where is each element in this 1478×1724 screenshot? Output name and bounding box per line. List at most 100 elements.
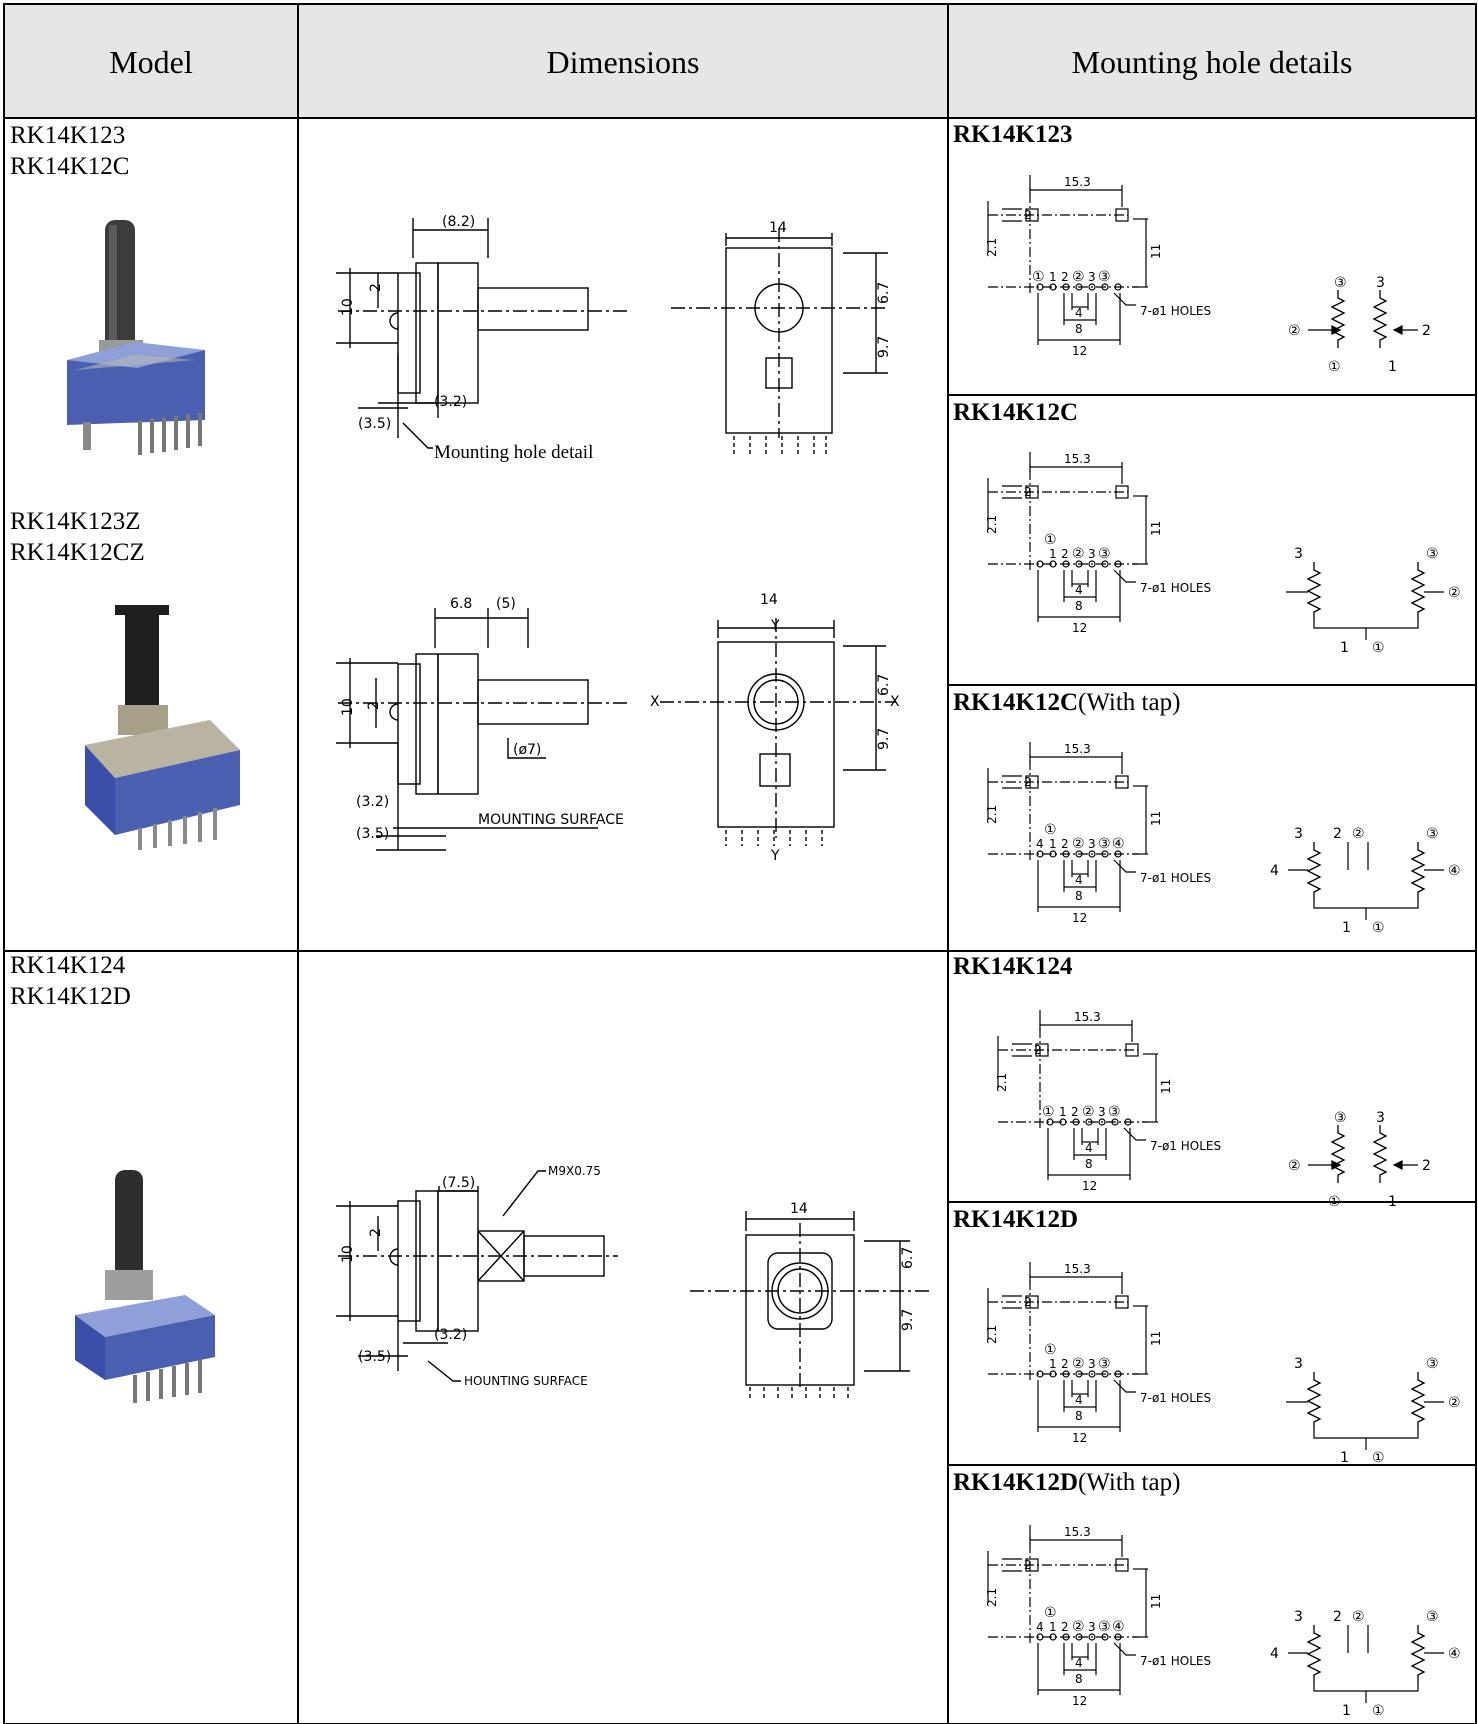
hole-dim: 2.1 xyxy=(985,515,999,534)
model-name: RK14K12D xyxy=(10,983,131,1010)
pin-label: ③ xyxy=(1098,546,1111,562)
dim-label: 9.7 xyxy=(876,728,892,750)
dim-label: (7.5) xyxy=(442,1175,475,1191)
hole-dim: 8 xyxy=(1075,599,1083,613)
pin-label: ③ xyxy=(1426,826,1439,842)
hole-dim: 12 xyxy=(1072,344,1087,358)
dim-label: (5) xyxy=(496,596,516,612)
pin-label: 1 xyxy=(1049,1357,1057,1371)
pin-label: 3 xyxy=(1294,546,1303,562)
pin-label: 3 xyxy=(1088,1620,1096,1634)
dim-label: 14 xyxy=(769,220,787,236)
hole-dim: 15.3 xyxy=(1064,742,1091,756)
pin-label: 1 xyxy=(1388,359,1397,375)
hole-dim: 15.3 xyxy=(1064,175,1091,189)
hole-dim: 2.1 xyxy=(985,1325,999,1344)
dim-label: 6.7 xyxy=(876,282,892,304)
pin-label: 1 xyxy=(1340,640,1349,656)
pin-label: 1 xyxy=(1049,270,1057,284)
hole-dim: 4 xyxy=(1085,1141,1093,1155)
pin-label: 2 xyxy=(1061,547,1069,561)
header-mounting-hole-details: Mounting hole details xyxy=(1071,44,1353,80)
pin-label: 3 xyxy=(1088,547,1096,561)
pin-label: ③ xyxy=(1426,546,1439,562)
pin-label: ① xyxy=(1372,1450,1385,1466)
pin-label: 3 xyxy=(1088,270,1096,284)
pin-label: 3 xyxy=(1294,1356,1303,1372)
pin-label: 1 xyxy=(1342,1703,1351,1719)
hole-dim: 2 xyxy=(1024,485,1032,499)
header-model: Model xyxy=(109,44,193,80)
hole-dim: 8 xyxy=(1075,1672,1083,1686)
pin-label: 1 xyxy=(1342,920,1351,936)
pin-label: ① xyxy=(1032,269,1045,285)
pin-label: ① xyxy=(1372,640,1385,656)
pin-label: ① xyxy=(1044,532,1057,548)
axis-label: X xyxy=(650,694,660,710)
pin-label: 2 xyxy=(1071,1105,1079,1119)
dim-label: 2 xyxy=(368,1228,384,1237)
hole-dim: 12 xyxy=(1072,1431,1087,1445)
pin-label: ④ xyxy=(1112,836,1125,852)
hole-dim: 12 xyxy=(1072,621,1087,635)
pin-label: ② xyxy=(1288,323,1301,339)
pin-label: ② xyxy=(1352,826,1365,842)
dim-label: 9.7 xyxy=(900,1309,916,1331)
pin-label: 3 xyxy=(1376,1110,1385,1126)
hole-note: 7-ø1 HOLES xyxy=(1140,581,1211,595)
pin-label: 1 xyxy=(1388,1194,1397,1210)
pin-label: ② xyxy=(1448,585,1461,601)
dim-note: MOUNTING SURFACE xyxy=(478,812,624,828)
hole-dim: 15.3 xyxy=(1064,1525,1091,1539)
hole-dim: 11 xyxy=(1149,1594,1163,1609)
dim-label: 10 xyxy=(340,298,356,316)
hole-note: 7-ø1 HOLES xyxy=(1150,1139,1221,1153)
pin-label: ③ xyxy=(1108,1104,1121,1120)
pin-label: 3 xyxy=(1098,1105,1106,1119)
dim-label: M9X0.75 xyxy=(548,1164,601,1178)
dim-label: (3.2) xyxy=(434,394,467,410)
hole-dim: 8 xyxy=(1075,1409,1083,1423)
pin-label: ② xyxy=(1082,1104,1095,1120)
pin-label: ③ xyxy=(1334,275,1347,291)
hole-dim: 4 xyxy=(1075,1656,1083,1670)
hole-dim: 11 xyxy=(1149,244,1163,259)
hole-note: 7-ø1 HOLES xyxy=(1140,1654,1211,1668)
pin-label: ① xyxy=(1328,1194,1341,1210)
hole-dim: 8 xyxy=(1085,1157,1093,1171)
dim-label: 10 xyxy=(340,698,356,716)
variant-title: RK14K12D xyxy=(953,1206,1078,1233)
dim-label: (ø7) xyxy=(513,742,541,758)
hole-dim: 12 xyxy=(1072,1694,1087,1708)
dimension-drawings-group1: (8.2) 2 10 (3.2) (3.5) 14 6.7 9.7 6.8 (5… xyxy=(336,214,900,864)
hole-dim: 12 xyxy=(1072,911,1087,925)
dimension-drawings-group2: (7.5) M9X0.75 2 10 (3.2) (3.5) HOUNTING … xyxy=(336,1164,933,1401)
hole-dim: 4 xyxy=(1075,1393,1083,1407)
hole-dim: 11 xyxy=(1149,1331,1163,1346)
dim-label: 14 xyxy=(790,1201,808,1217)
pin-label: 3 xyxy=(1088,1357,1096,1371)
pin-label: ① xyxy=(1044,1605,1057,1621)
pin-label: ③ xyxy=(1426,1356,1439,1372)
dim-label: (3.2) xyxy=(356,794,389,810)
pin-label: 3 xyxy=(1376,275,1385,291)
dim-label: 6.8 xyxy=(450,596,472,612)
axis-label: X xyxy=(890,694,900,710)
pin-label: 4 xyxy=(1270,1646,1279,1662)
dim-label: (3.5) xyxy=(356,826,389,842)
pin-label: 2 xyxy=(1333,1609,1342,1625)
hole-dim: 11 xyxy=(1149,811,1163,826)
pin-label: ③ xyxy=(1098,1619,1111,1635)
hole-note: 7-ø1 HOLES xyxy=(1140,304,1211,318)
axis-label: Y xyxy=(770,618,780,634)
dim-label: (8.2) xyxy=(442,214,475,230)
pin-label: ④ xyxy=(1448,1646,1461,1662)
dim-label: 2 xyxy=(368,283,384,292)
hole-dim: 11 xyxy=(1149,521,1163,536)
pin-label: ② xyxy=(1448,1395,1461,1411)
potentiometer-photo xyxy=(67,220,205,455)
dim-note: HOUNTING SURFACE xyxy=(464,1374,588,1388)
hole-dim: 2.1 xyxy=(985,805,999,824)
hole-dim: 2 xyxy=(1034,1043,1042,1057)
mounting-hole-drawings: 15.3 2 2.1 11 4 8 12 7-ø1 HOLES ① 1 2 ② … xyxy=(985,174,1461,1719)
